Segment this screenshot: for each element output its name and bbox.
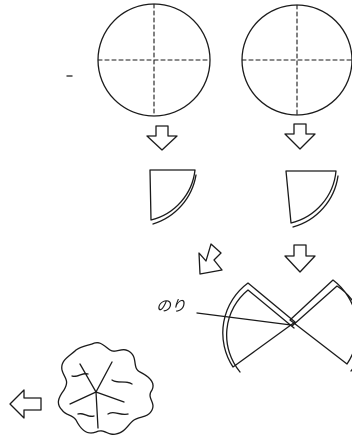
folded-quarter-right <box>286 171 338 227</box>
circle-right <box>242 5 352 115</box>
arrow-left <box>10 390 41 418</box>
folded-quarter-left <box>150 170 196 224</box>
glue-label: のり <box>156 299 186 314</box>
arrow-down-left <box>147 126 177 150</box>
arrow-down-right <box>285 124 315 149</box>
arrow-diagonal <box>199 244 222 274</box>
arrow-down-center <box>285 245 315 272</box>
finished-flower <box>58 343 153 435</box>
circle-left <box>98 4 210 116</box>
glue-leader-line <box>197 313 291 325</box>
x-assembly <box>223 280 352 372</box>
